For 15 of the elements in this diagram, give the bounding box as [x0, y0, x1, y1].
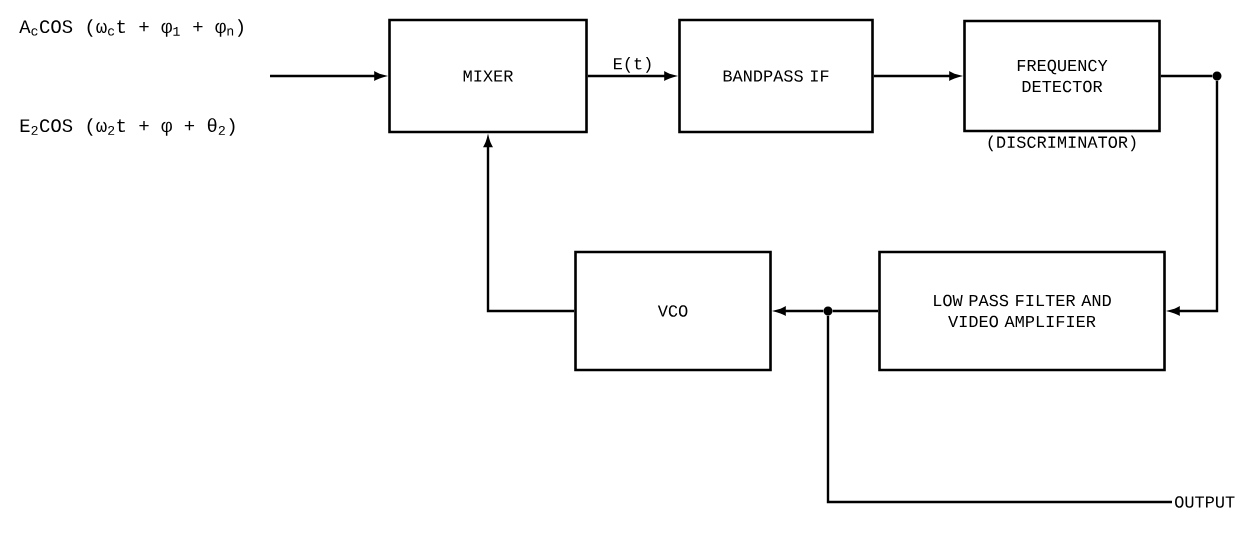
arrow: [270, 71, 385, 81]
block-box: BANDPASS IF: [678, 18, 874, 134]
block-box: MIXER: [388, 18, 588, 134]
node-label: (DISCRIMINATOR): [988, 135, 1136, 152]
arrow: [873, 71, 960, 81]
signal-formula: E$_{2}$COS (ω$_{2}$t + φ + θ$_{2}$): [20, 118, 235, 136]
block-box: LOW PASS FILTER AND VIDEO AMPLIFIER: [878, 250, 1166, 372]
arrow: [775, 306, 824, 316]
arrow: [587, 71, 675, 81]
signal-formula: A$_{c}$COS (ω$_{c}$t + φ$_{1}$ + φ$_{n}$): [19, 19, 243, 37]
block-box: FREQUENCY DETECTOR: [963, 19, 1161, 133]
output-label: OUTPUT: [1175, 496, 1235, 508]
arrow: [1169, 80, 1219, 316]
edge-label: E(t): [611, 56, 655, 74]
block-box: VCO: [574, 250, 772, 372]
